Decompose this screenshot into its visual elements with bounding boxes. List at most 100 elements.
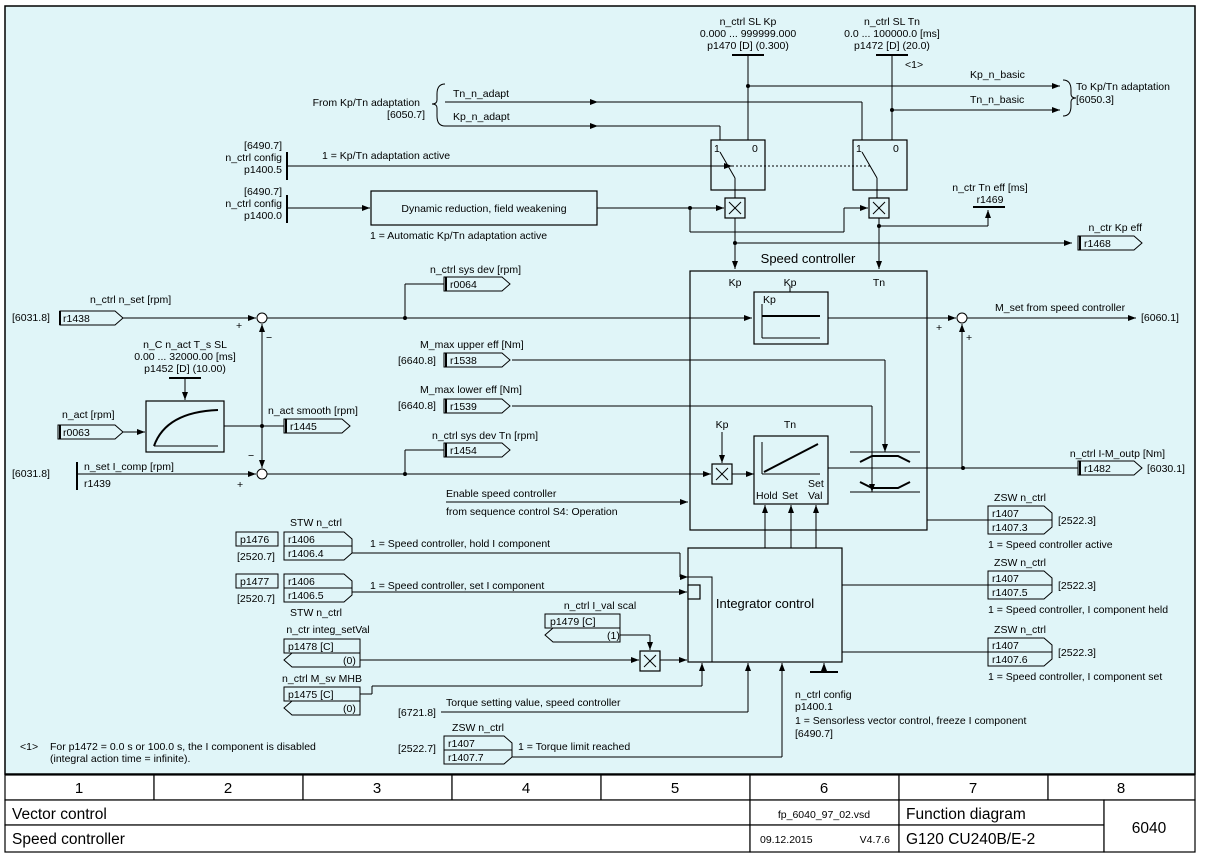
diagram-label: r1406	[288, 576, 315, 588]
diagram-label: r1407.3	[992, 522, 1028, 534]
diagram-label: 0.000 ... 999999.000	[700, 28, 796, 40]
diagram-label: 1	[75, 780, 83, 797]
diagram-label: [2522.3]	[1058, 580, 1096, 592]
integrator-control-block	[687, 547, 843, 663]
diagram-label: [6490.7]	[795, 728, 833, 740]
diagram-label: n_ctrl sys dev [rpm]	[430, 264, 521, 276]
diagram-label: p1478 [C]	[288, 641, 334, 653]
diagram-label: n_set I_comp [rpm]	[84, 461, 174, 473]
diagram-label: +	[236, 320, 242, 332]
diagram-label: 2	[224, 780, 232, 797]
diagram-label: +	[966, 332, 972, 344]
diagram-label: (1)	[607, 630, 620, 642]
diagram-label: n_act smooth [rpm]	[268, 405, 358, 417]
diagram-label: 1 = Automatic Kp/Tn adaptation active	[370, 230, 547, 242]
diagram-label: r1438	[63, 313, 90, 325]
diagram-label: 5	[671, 780, 679, 797]
diagram-label: To Kp/Tn adaptation	[1076, 81, 1170, 93]
diagram-label: Set	[808, 478, 824, 490]
diagram-label: Kp	[716, 419, 729, 431]
diagram-label: n_ctrl SL Tn	[864, 16, 920, 28]
diagram-label: p1400.0	[244, 210, 282, 222]
diagram-label: [6030.1]	[1147, 463, 1185, 475]
diagram-label: ZSW n_ctrl	[994, 492, 1046, 504]
diagram-label: r1406.5	[288, 590, 324, 602]
diagram-label: [6050.3]	[1076, 94, 1114, 106]
diagram-label: 1 = Speed controller, set I component	[370, 580, 544, 592]
diagram-label: n_ctrl n_set [rpm]	[90, 294, 171, 306]
diagram-label: r0063	[63, 427, 90, 439]
diagram-label: n_ctrl M_sv MHB	[282, 673, 362, 685]
diagram-label: (0)	[343, 703, 356, 715]
diagram-label: 6040	[1132, 820, 1167, 837]
diagram-label: 09.12.2015	[760, 834, 813, 846]
diagram-label: [6640.8]	[398, 355, 436, 367]
diagram-label: n_ctr Kp eff	[1088, 222, 1142, 234]
diagram-label: Kp_n_adapt	[453, 111, 510, 123]
diagram-label: n_ctrl sys dev Tn [rpm]	[432, 430, 538, 442]
kp-proportional-block	[753, 291, 829, 345]
diagram-label: [2522.3]	[1058, 515, 1096, 527]
diagram-label: from sequence control S4: Operation	[446, 506, 618, 518]
diagram-label: r1445	[290, 421, 317, 433]
pt1-filter-block	[145, 400, 225, 453]
diagram-label: −	[266, 332, 272, 344]
diagram-label: 1 = Speed controller, hold I component	[370, 538, 550, 550]
diagram-label: From Kp/Tn adaptation	[313, 97, 421, 109]
diagram-label: r1407.6	[992, 654, 1028, 666]
diagram-label: Tn_n_basic	[970, 94, 1024, 106]
diagram-label: n_ctrl SL Kp	[720, 16, 777, 28]
diagram-label: p1470 [D] (0.300)	[707, 40, 789, 52]
diagram-label: r1407	[992, 640, 1019, 652]
diagram-label: r1407.5	[992, 587, 1028, 599]
diagram-label: [6031.8]	[12, 468, 50, 480]
diagram-label: Vector control	[12, 806, 107, 823]
diagram-label: r1439	[84, 478, 111, 490]
diagram-label: Tn	[873, 277, 885, 289]
diagram-label: [2520.7]	[237, 593, 275, 605]
diagram-label: 1 = Torque limit reached	[518, 741, 630, 753]
diagram-label: 6	[820, 780, 828, 797]
kp-switch	[710, 139, 766, 191]
diagram-label: Set	[782, 490, 798, 502]
diagram-label: p1400.1	[795, 701, 833, 713]
diagram-label: r1407	[448, 738, 475, 750]
footer-column-numbers: 1 2 3 4 5 6 7 8	[4, 774, 1196, 801]
diagram-label: 8	[1117, 780, 1125, 797]
diagram-label: [6490.7]	[244, 140, 282, 152]
diagram-label: 1 = Sensorless vector control, freeze I …	[795, 715, 1026, 727]
diagram-label: Speed controller	[12, 831, 125, 848]
diagram-label: Function diagram	[906, 806, 1026, 823]
diagram-label: r1468	[1084, 238, 1111, 250]
diagram-label: r0064	[450, 279, 477, 291]
diagram-label: [2522.3]	[1058, 647, 1096, 659]
diagram-label: Torque setting value, speed controller	[446, 697, 621, 709]
diagram-label: V4.7.6	[860, 834, 891, 846]
tn-parameter: n_ctrl SL Tn 0.0 ... 100000.0 [ms] p1472…	[844, 16, 940, 71]
diagram-label: n_act [rpm]	[62, 409, 115, 421]
diagram-label: <1>	[905, 59, 923, 71]
diagram-label: Kp	[729, 277, 742, 289]
diagram-label: r1407	[992, 508, 1019, 520]
diagram-label: [6031.8]	[12, 312, 50, 324]
diagram-label: [6490.7]	[244, 186, 282, 198]
diagram-label: [2522.7]	[398, 743, 436, 755]
diagram-label: r1539	[450, 401, 477, 413]
diagram-label: [6060.1]	[1141, 312, 1179, 324]
diagram-label: [6050.7]	[387, 109, 425, 121]
diagram-label: fp_6040_97_02.vsd	[778, 809, 870, 821]
diagram-label: p1400.5	[244, 164, 282, 176]
diagram-label: n_C n_act T_s SL	[143, 339, 227, 351]
diagram-label: <1>	[20, 741, 38, 753]
diagram-label: 1 = Speed controller active	[988, 539, 1113, 551]
diagram-label: r1454	[450, 445, 477, 457]
diagram-label: M_max upper eff [Nm]	[420, 339, 524, 351]
diagram-label: 1 = Speed controller, I component held	[988, 604, 1168, 616]
diagram-label: STW n_ctrl	[290, 607, 342, 619]
diagram-label: 4	[522, 780, 530, 797]
diagram-label: Kp	[784, 277, 797, 289]
diagram-label: 1 = Kp/Tn adaptation active	[322, 150, 450, 162]
diagram-label: −	[248, 450, 254, 462]
diagram-label: Tn_n_adapt	[453, 88, 509, 100]
